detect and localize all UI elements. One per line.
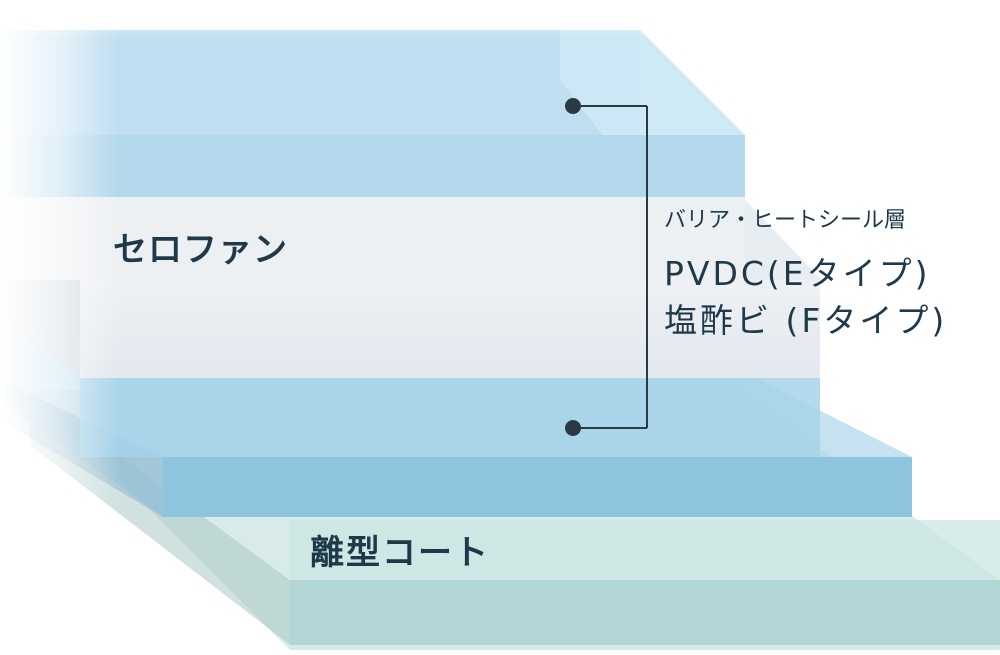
bracket-dot-bottom <box>565 420 581 436</box>
release-coat-label: 離型コート <box>310 533 490 573</box>
cellophane-label: セロファン <box>113 230 288 270</box>
barrier-type-f: 塩酢ビ (Fタイプ) <box>664 301 948 340</box>
barrier-type-e: PVDC(Eタイプ) <box>664 254 931 293</box>
bracket-dot-top <box>565 98 581 114</box>
barrier-bracket <box>573 105 648 429</box>
barrier-layer-title: バリア・ヒートシール層 <box>664 208 907 233</box>
